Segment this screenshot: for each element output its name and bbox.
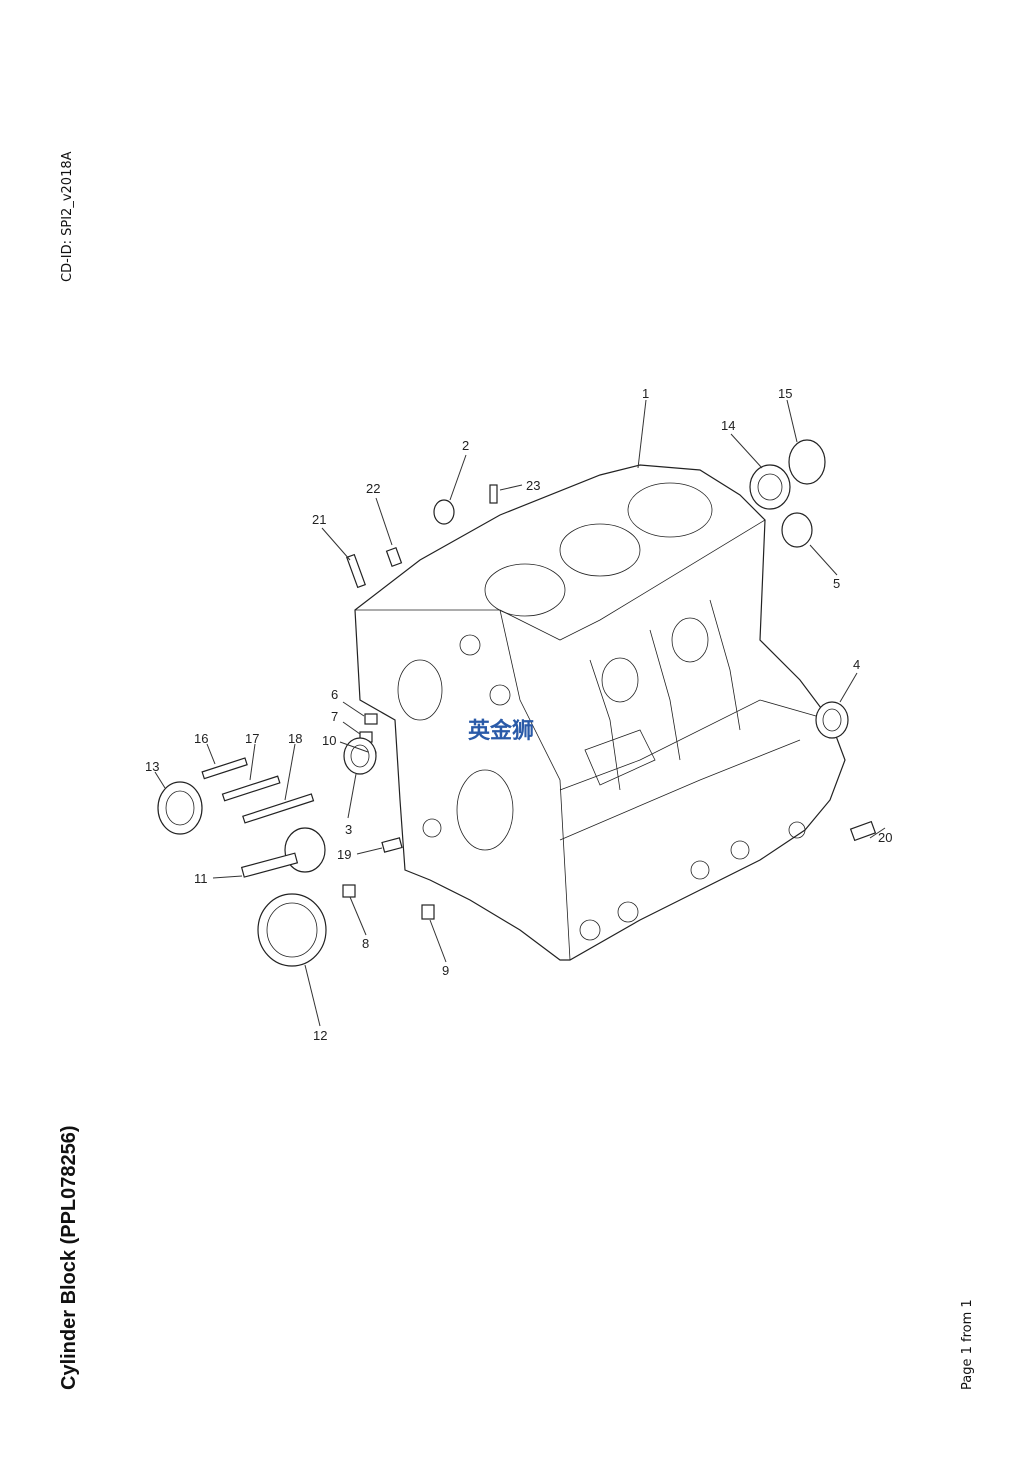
watermark-logo: 英金狮 <box>468 718 534 744</box>
callout-17: 17 <box>245 731 259 746</box>
callout-5: 5 <box>833 576 840 591</box>
callout-10: 10 <box>322 733 336 748</box>
callout-13: 13 <box>145 759 159 774</box>
callout-4: 4 <box>853 657 860 672</box>
callout-7: 7 <box>331 709 338 724</box>
callout-21: 21 <box>312 512 326 527</box>
callout-16: 16 <box>194 731 208 746</box>
callout-15: 15 <box>778 386 792 401</box>
callout-11: 11 <box>194 871 208 886</box>
callout-8: 8 <box>362 936 369 951</box>
callout-labels: 1 2 3 4 5 6 7 8 9 10 11 12 13 14 15 16 1… <box>145 386 892 1043</box>
cylinder-block <box>354 464 846 961</box>
callout-20: 20 <box>878 830 892 845</box>
callout-18: 18 <box>288 731 302 746</box>
parts <box>157 439 877 967</box>
callout-6: 6 <box>331 687 338 702</box>
callout-23: 23 <box>526 478 540 493</box>
leader-lines <box>154 399 886 1027</box>
callout-14: 14 <box>721 418 735 433</box>
callout-9: 9 <box>442 963 449 978</box>
callout-3: 3 <box>345 822 352 837</box>
callout-19: 19 <box>337 847 351 862</box>
callout-1: 1 <box>642 386 649 401</box>
callout-12: 12 <box>313 1028 327 1043</box>
callout-22: 22 <box>366 481 380 496</box>
callout-2: 2 <box>462 438 469 453</box>
